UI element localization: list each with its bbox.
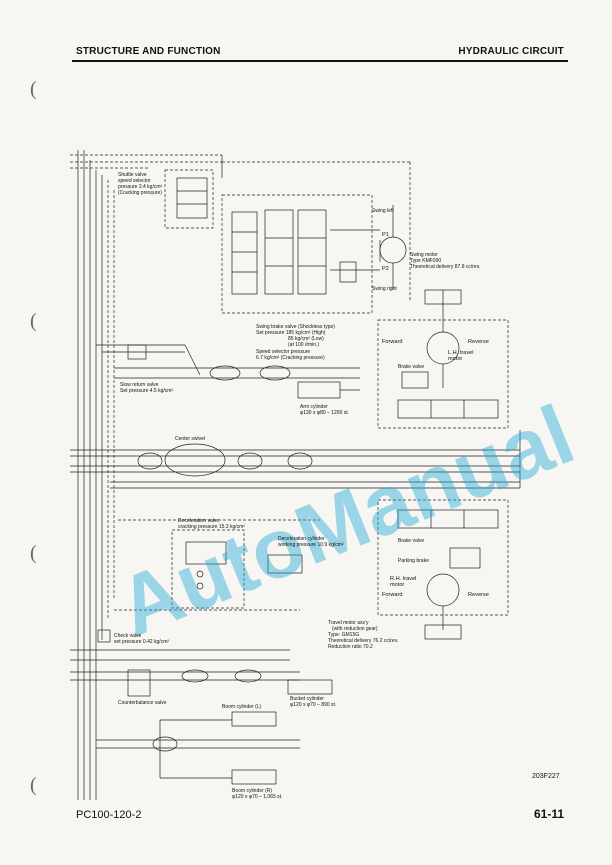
punch-hole-mark: ( [30, 310, 37, 332]
label-decel-valve: Deceleration valve [178, 518, 219, 524]
label-boom-cylinder-l: Boom cylinder (L) [222, 704, 262, 710]
label-check-valve-set: set pressure 0.42 kg/cm² [114, 639, 169, 645]
label-brake-valve-rh: Brake valve [398, 538, 424, 544]
label-lh-travel: L.H. travel [448, 350, 474, 356]
label-travel-motor-sub: (with reduction gear) [332, 626, 378, 632]
label-forward-lh: Forward [382, 339, 403, 345]
label-speed-selector: Speed selector pressure [256, 349, 310, 355]
label-travel-motor-delivery: Theoretical delivery 76.2 cc/rev. [328, 638, 398, 644]
label-arm-cylinder: Arm cylinder [300, 404, 328, 410]
label-shuttle-sub1: speed selector [118, 178, 151, 184]
label-shuttle-valve: Shuttle valve [118, 172, 147, 178]
label-brake-valve-lh: Brake valve [398, 364, 424, 370]
label-swing-brake: Swing brake valve (Shockless type) [256, 324, 335, 330]
label-swing-left: Swing left [372, 208, 394, 214]
label-parking-brake: Parking brake [398, 558, 429, 564]
header-left: STRUCTURE AND FUNCTION [76, 46, 221, 57]
label-swing-motor-type: Type KMF090 [410, 258, 441, 264]
label-swing-right: Swing right [372, 286, 397, 292]
label-reverse-lh: Reverse [468, 339, 489, 345]
footer-model: PC100-120-2 [76, 809, 142, 821]
label-check-valve: Check valve [114, 633, 141, 639]
label-swing-brake-low: 85 kg/cm² (Low) [288, 336, 324, 342]
label-slow-return-set: Set pressure 4.5 kg/cm² [120, 388, 173, 394]
header-right: HYDRAULIC CIRCUIT [458, 46, 564, 57]
label-p1: P1 [382, 232, 389, 238]
label-swing-brake-at: (at 100 ℓ/min.) [288, 342, 319, 348]
label-slow-return: Slow return valve [120, 382, 159, 388]
label-travel-motor-ratio: Reduction ratio 70.2 [328, 644, 373, 650]
label-shuttle-sub3: (Cracking pressure) [118, 190, 162, 196]
label-decel-cylinder: Deceleration cylinder [278, 536, 325, 542]
label-p2: P2 [382, 266, 389, 272]
label-reverse-rh: Reverse [468, 592, 489, 598]
label-bucket-cylinder-dim: φ120 x φ70 – 890 st. [290, 702, 336, 708]
label-travel-motor-type: Type: GM15G [328, 632, 359, 638]
label-decel-cylinder-val: working pressure 10.9 kg/cm² [278, 542, 344, 548]
label-swing-motor-delivery: Theoretical delivery 87.8 cc/rev. [410, 264, 480, 270]
label-rh-travel: R.H. travel [390, 576, 416, 582]
label-lh-travel-motor: motor [448, 356, 462, 362]
label-travel-motor: Travel motor ass'y [328, 620, 369, 626]
header-rule [72, 60, 568, 62]
label-rh-travel-motor: motor [390, 582, 404, 588]
label-boom-cylinder-r-dim: φ120 x φ70 – 1,065 st. [232, 794, 282, 800]
label-counterbalance: Counterbalance valve [118, 700, 167, 706]
label-forward-rh: Forward [382, 592, 403, 598]
punch-hole-mark: ( [30, 774, 37, 796]
label-bucket-cylinder: Bucket cylinder [290, 696, 324, 702]
footer-page-number: 61-11 [533, 807, 564, 821]
drawing-number: 203F227 [532, 773, 560, 780]
label-swing-motor: Swing motor [410, 252, 438, 258]
label-arm-cylinder-dim: φ130 x φ80 – 1200 st. [300, 410, 349, 416]
label-speed-selector-val: 6.7 kg/cm² (Cracking pressure) [256, 355, 325, 361]
punch-hole-mark: ( [30, 542, 37, 564]
label-boom-cylinder-r: Boom cylinder (R) [232, 788, 272, 794]
label-decel-valve-val: cracking pressure 15.3 kg/cm² [178, 524, 245, 530]
punch-hole-mark: ( [30, 78, 37, 100]
label-swing-brake-set: Set pressure 185 kg/cm² (High) [256, 330, 326, 336]
label-shuttle-sub2: pressure 3.4 kg/cm² [118, 184, 163, 190]
label-center-swivel: Center swivel [175, 436, 205, 442]
